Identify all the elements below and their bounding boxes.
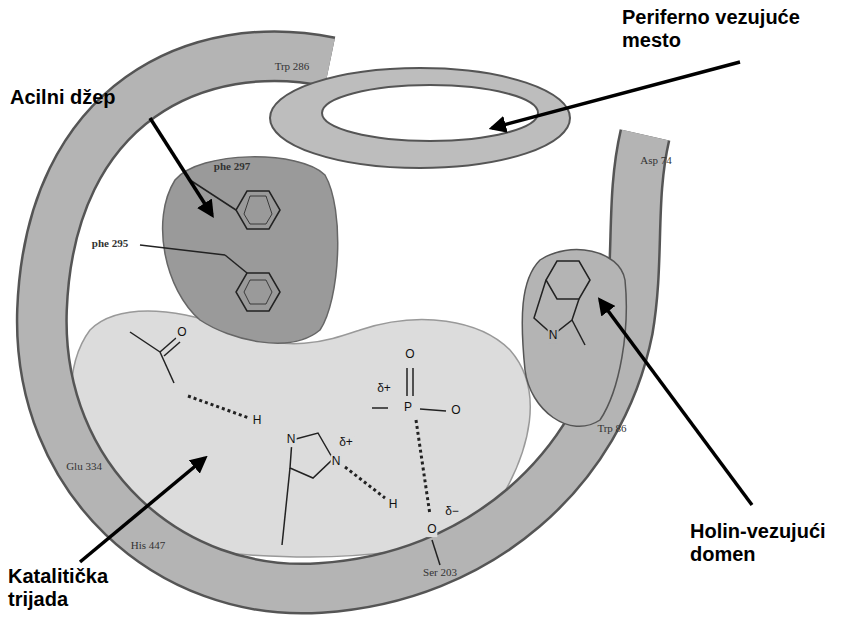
atom-label: P	[403, 401, 413, 415]
residue-label: phe 297	[214, 160, 250, 173]
phenyl-rings	[140, 180, 280, 311]
callout-label: Katalitička trijada	[8, 565, 158, 611]
residue-label: phe 295	[92, 237, 128, 250]
atom-label: O	[404, 348, 415, 362]
atom-label: N	[331, 455, 342, 469]
atom-label: δ+	[338, 436, 354, 450]
callout-label: Holin-vezujući domen	[690, 520, 860, 566]
residue-label: Trp 286	[275, 60, 310, 73]
atom-label: N	[548, 329, 559, 343]
atom-label: N	[286, 433, 297, 447]
indole-ring	[534, 261, 590, 345]
atom-label: O	[450, 404, 461, 418]
residue-label: Trp 86	[597, 422, 626, 435]
gorge-wall	[42, 56, 645, 588]
residue-label: Ser 203	[423, 566, 457, 579]
residue-label: Asp 74	[640, 154, 671, 167]
atom-label: H	[252, 414, 263, 428]
acyl-pocket	[163, 157, 338, 343]
peripheral-site-hole	[322, 85, 538, 141]
atom-label: O	[176, 326, 187, 340]
callout-label: Acilni džep	[10, 86, 190, 109]
callout-arrows	[80, 62, 752, 562]
residue-label: His 447	[131, 539, 166, 552]
atom-label: H	[388, 498, 399, 512]
atom-label: δ−	[444, 505, 460, 519]
hydrogen-bonds	[188, 396, 430, 515]
atom-label: δ+	[376, 382, 392, 396]
choline-domain	[522, 250, 626, 427]
residue-label: Glu 334	[66, 460, 102, 473]
triad-bonds	[130, 332, 446, 565]
callout-label: Periferno vezujuće mesto	[622, 6, 858, 52]
gorge-wall-outline	[42, 56, 645, 588]
atom-label: O	[426, 523, 437, 537]
